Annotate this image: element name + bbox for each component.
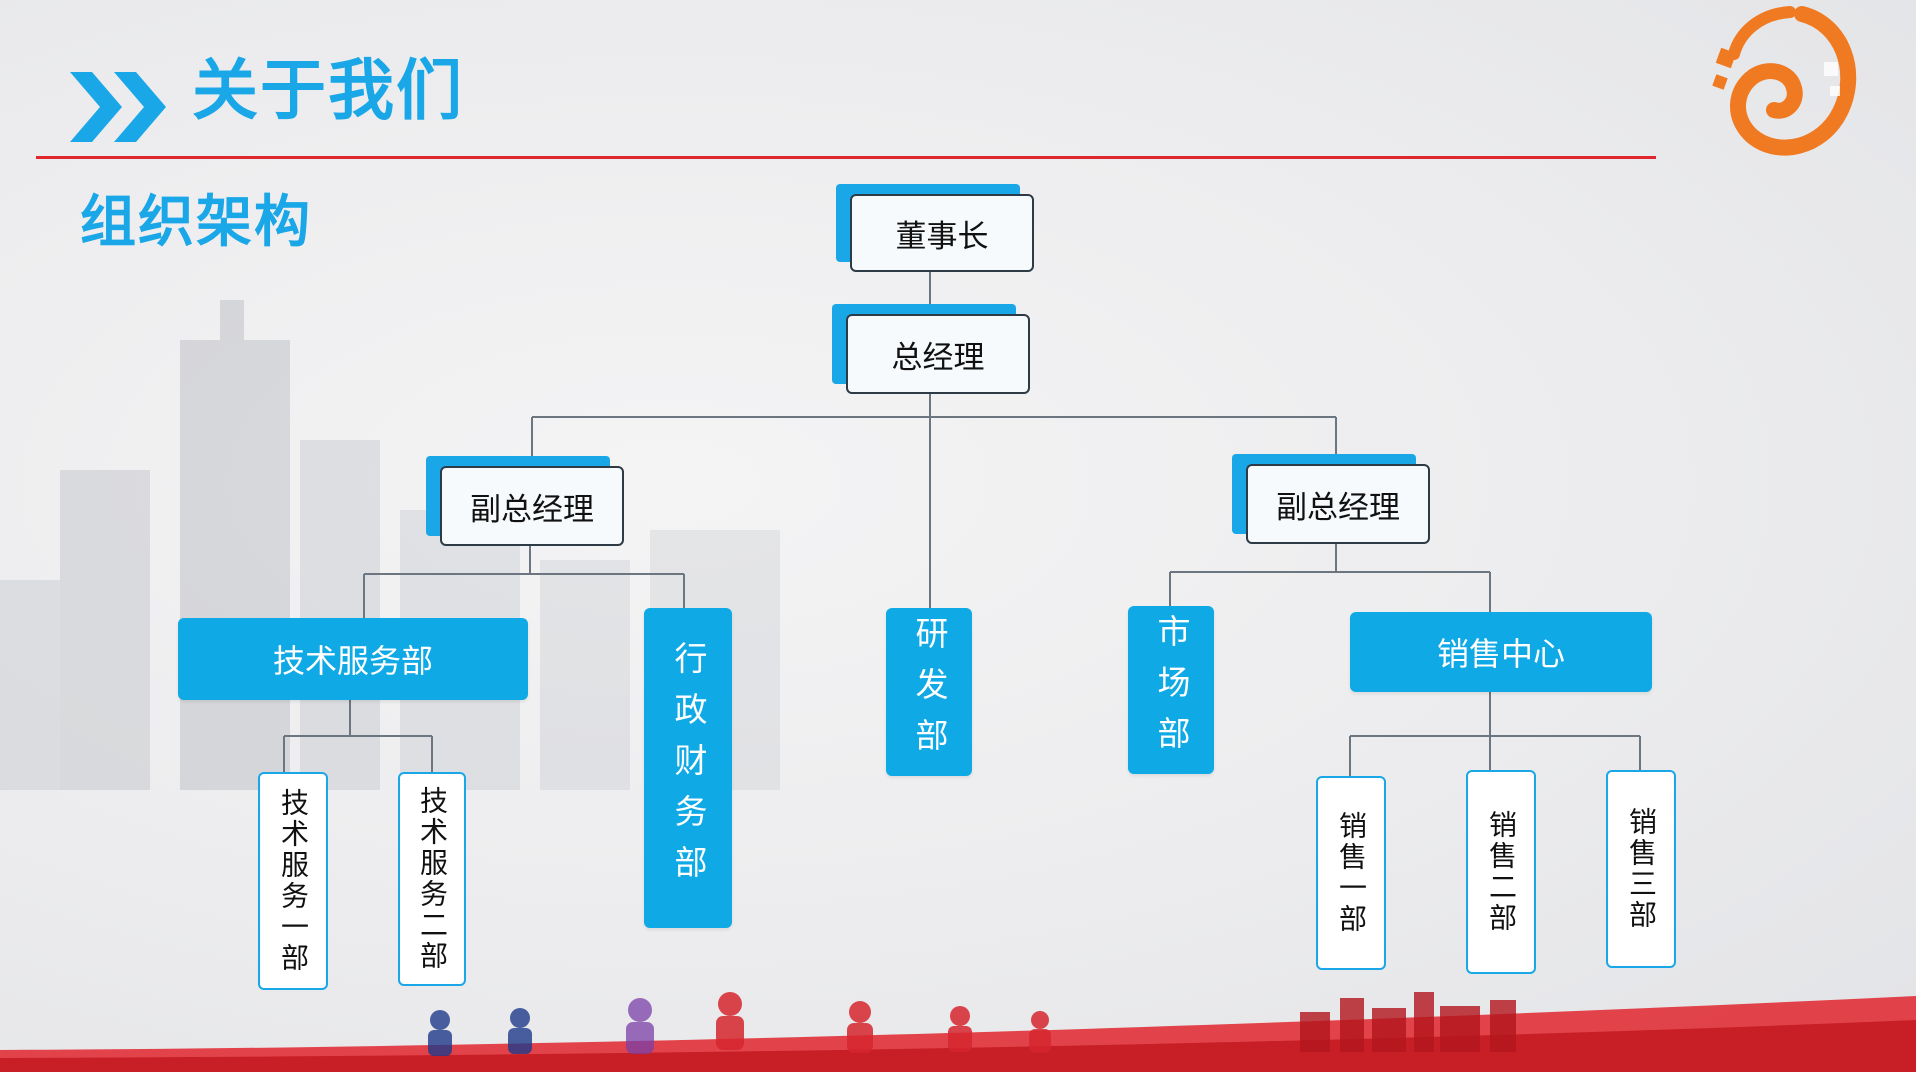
tech-service-2-node: 技术服务二部: [398, 772, 466, 986]
page-title: 关于我们: [192, 52, 464, 129]
sales-3-node: 销售三部: [1606, 770, 1676, 968]
chairman-label: 董事长: [850, 194, 1034, 272]
sales-1-node: 销售一部: [1316, 776, 1386, 970]
vp-right-node: 副总经理: [1232, 454, 1430, 544]
header-divider: [36, 156, 1656, 159]
general-manager-label: 总经理: [846, 314, 1030, 394]
marketing-node: 市场部: [1128, 606, 1214, 774]
company-logo-icon: [1712, 6, 1857, 156]
chevron-arrows-icon: [70, 72, 166, 142]
vp-right-label: 副总经理: [1246, 464, 1430, 544]
runners-decoration: [0, 992, 1916, 1072]
sales-center-node: 销售中心: [1350, 612, 1652, 692]
section-title: 组织架构: [80, 190, 312, 255]
vp-left-label: 副总经理: [440, 466, 624, 546]
admin-finance-node: 行政财务部: [644, 608, 732, 928]
vp-left-node: 副总经理: [426, 456, 624, 546]
chairman-node: 董事长: [836, 184, 1034, 272]
tech-service-node: 技术服务部: [178, 618, 528, 700]
rnd-node: 研发部: [886, 608, 972, 776]
sales-2-node: 销售二部: [1466, 770, 1536, 974]
tech-service-1-node: 技术服务一部: [258, 772, 328, 990]
general-manager-node: 总经理: [832, 304, 1030, 394]
